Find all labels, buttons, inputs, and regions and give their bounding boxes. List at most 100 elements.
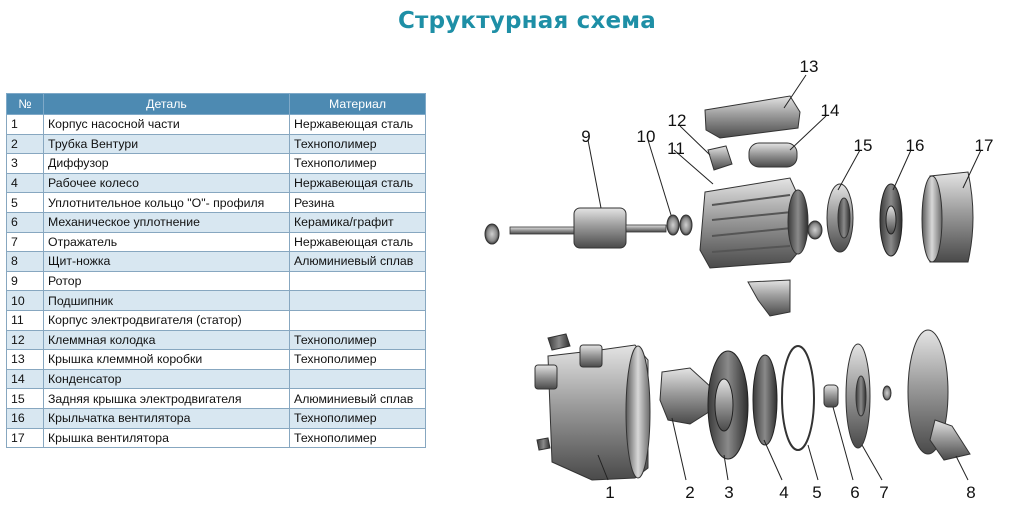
part-material: Алюминиевый сплав <box>289 388 426 409</box>
row-number: 1 <box>6 114 44 135</box>
part-4-impeller <box>752 354 778 446</box>
row-number: 12 <box>6 329 44 351</box>
part-name: Щит-ножка <box>43 251 290 272</box>
part-material <box>289 368 426 390</box>
part-name: Крышка вентилятора <box>43 427 290 449</box>
row-number: 15 <box>6 388 44 409</box>
callout-15: 15 <box>854 136 873 155</box>
part-name: Корпус электродвигателя (статор) <box>43 309 290 331</box>
part-material: Керамика/графит <box>289 211 426 233</box>
part-name: Корпус насосной части <box>43 114 290 135</box>
part-5-o-ring <box>781 345 815 451</box>
column-header-part: Деталь <box>43 93 290 115</box>
row-number: 5 <box>6 192 44 213</box>
row-number: 13 <box>6 349 44 370</box>
part-9-rotor <box>509 207 667 249</box>
part-material: Резина <box>289 192 426 213</box>
part-2-venturi-tube <box>659 367 713 425</box>
callout-5: 5 <box>812 483 821 502</box>
callout-2: 2 <box>685 483 694 502</box>
part-material <box>289 290 426 311</box>
part-14-capacitor <box>748 142 798 168</box>
column-header-number: № <box>6 93 44 115</box>
part-name: Конденсатор <box>43 368 290 390</box>
part-15-rear-motor-cover <box>826 183 854 253</box>
part-name: Механическое уплотнение <box>43 211 290 233</box>
callout-12: 12 <box>668 111 687 130</box>
page-title: Структурная схема <box>397 8 657 34</box>
part-material: Технополимер <box>289 153 426 174</box>
part-material <box>289 309 426 331</box>
part-1-pump-body <box>534 333 651 481</box>
part-material: Нержавеющая сталь <box>289 172 426 194</box>
part-11-motor-housing <box>699 177 809 317</box>
part-name: Клеммная колодка <box>43 329 290 351</box>
row-number: 11 <box>6 309 44 331</box>
row-number: 3 <box>6 153 44 174</box>
part-16-fan <box>879 183 903 257</box>
row-number: 8 <box>6 251 44 272</box>
part-10-bearing <box>666 214 693 236</box>
part-6-mechanical-seal <box>823 384 839 408</box>
callout-14: 14 <box>821 101 840 120</box>
callout-11: 11 <box>667 139 685 158</box>
part-name: Крыльчатка вентилятора <box>43 407 290 429</box>
part-13-terminal-box-cover <box>704 95 801 139</box>
part-name: Диффузор <box>43 153 290 174</box>
part-name: Подшипник <box>43 290 290 311</box>
row-number: 17 <box>6 427 44 449</box>
shaft-bearing <box>484 223 500 245</box>
part-name: Ротор <box>43 270 290 292</box>
row-number: 16 <box>6 407 44 429</box>
part-material: Нержавеющая сталь <box>289 114 426 135</box>
part-3-diffuser <box>707 350 749 460</box>
row-number: 6 <box>6 211 44 233</box>
callout-7: 7 <box>879 483 888 502</box>
part-7-deflector <box>845 343 871 449</box>
parts-table-header: № Деталь Материал <box>6 93 426 115</box>
callout-leader-lines <box>587 74 982 481</box>
row-number: 7 <box>6 231 44 253</box>
callout-6: 6 <box>850 483 859 502</box>
seal-ring <box>882 385 892 401</box>
part-name: Задняя крышка электродвигателя <box>43 388 290 409</box>
part-name: Уплотнительное кольцо "О"- профиля <box>43 192 290 213</box>
part-material: Нержавеющая сталь <box>289 231 426 253</box>
part-material: Технополимер <box>289 407 426 429</box>
part-material: Технополимер <box>289 427 426 449</box>
column-header-material: Материал <box>289 93 426 115</box>
part-name: Трубка Вентури <box>43 133 290 155</box>
callout-9: 9 <box>581 127 590 146</box>
callout-1: 1 <box>605 483 614 502</box>
callout-10: 10 <box>637 127 656 146</box>
part-material: Алюминиевый сплав <box>289 251 426 272</box>
part-name: Крышка клеммной коробки <box>43 349 290 370</box>
part-8-shield-foot <box>907 329 971 461</box>
part-name: Отражатель <box>43 231 290 253</box>
part-material: Технополимер <box>289 329 426 351</box>
part-12-terminal-block <box>707 145 733 171</box>
row-number: 10 <box>6 290 44 311</box>
part-material: Технополимер <box>289 349 426 370</box>
callout-16: 16 <box>906 136 925 155</box>
row-number: 14 <box>6 368 44 390</box>
part-name: Рабочее колесо <box>43 172 290 194</box>
